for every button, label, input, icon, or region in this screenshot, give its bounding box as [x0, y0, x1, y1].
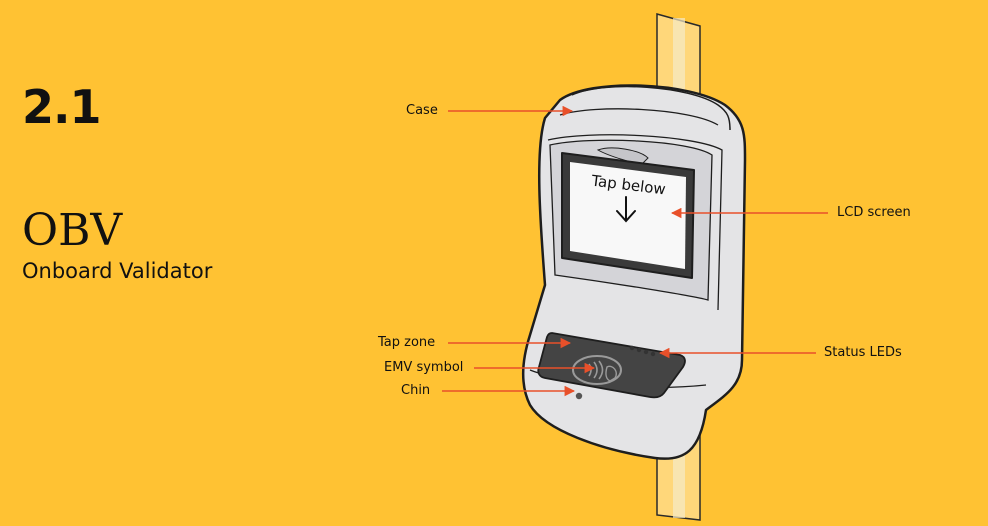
status-leds [629, 345, 656, 357]
callout-lcd-screen: LCD screen [837, 205, 911, 220]
validator-body [522, 84, 747, 460]
callout-status-leds: Status LEDs [824, 345, 902, 360]
device-name: OBV [22, 205, 123, 256]
callout-chin: Chin [401, 383, 431, 398]
section-number: 2.1 [22, 80, 101, 134]
callout-emv-symbol: EMV symbol [384, 360, 464, 375]
device-full-name: Onboard Validator [22, 259, 213, 283]
case [571, 85, 731, 131]
callout-tap-zone: Tap zone [378, 335, 436, 350]
down-arrow-icon [616, 196, 636, 223]
lcd-screen [570, 162, 686, 269]
callout-case: Case [406, 103, 438, 118]
chin [575, 392, 583, 400]
tap-zone-panel [537, 332, 686, 399]
